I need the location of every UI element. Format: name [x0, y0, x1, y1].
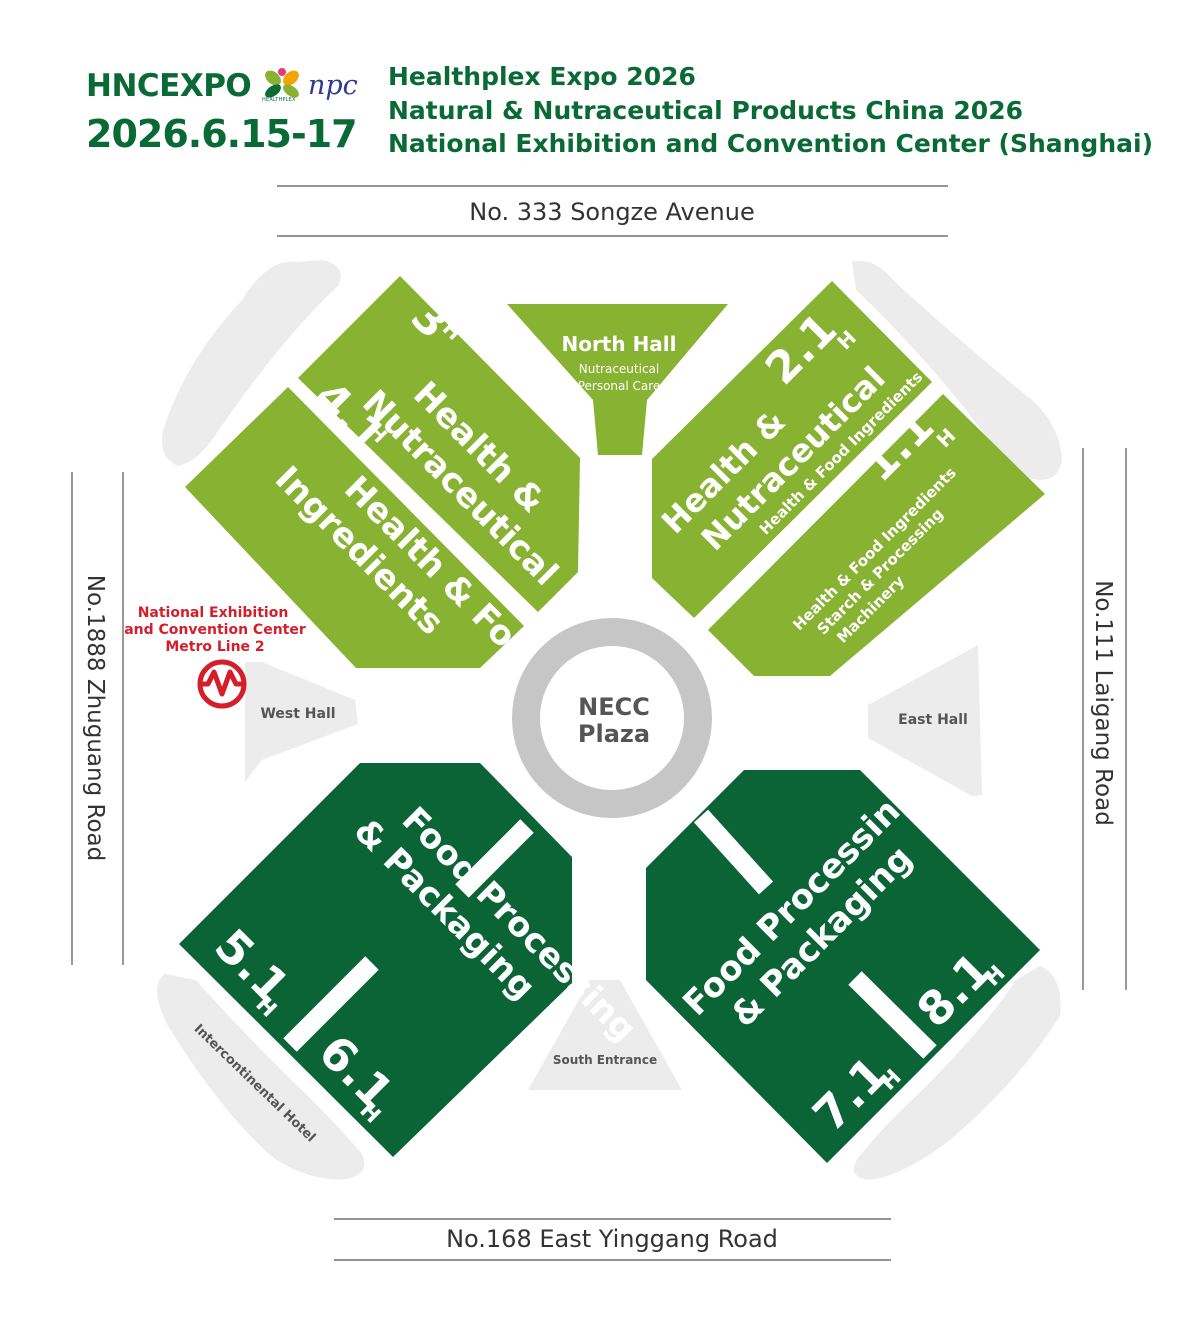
- road-west: No.1888 Zhuguang Road: [82, 575, 108, 861]
- plaza-line-2: Plaza: [578, 720, 650, 748]
- east-hall-label: East Hall: [898, 712, 968, 728]
- title-line-2: Natural & Nutraceutical Products China 2…: [388, 96, 1023, 125]
- metro-line-1: National Exhibition: [138, 605, 289, 621]
- event-dates: 2026.6.15-17: [86, 112, 358, 156]
- south-entrance-label: South Entrance: [553, 1053, 657, 1067]
- north-hall-line-1: Nutraceutical: [579, 362, 659, 376]
- healthplex-logo-icon: [265, 68, 299, 98]
- brand-title: HNCEXPO: [86, 68, 252, 104]
- title-line-3: National Exhibition and Convention Cente…: [388, 129, 1153, 158]
- title-line-1: Healthplex Expo 2026: [388, 62, 696, 91]
- south-entrance[interactable]: [528, 980, 682, 1090]
- metro-line-2: and Convention Center: [124, 622, 306, 638]
- metro-icon[interactable]: [197, 659, 247, 709]
- east-block-gaps: [693, 809, 937, 1059]
- north-hall-line-2: Personal Care: [578, 379, 661, 393]
- hall-4-1h[interactable]: [185, 387, 524, 668]
- hall-1-1h[interactable]: [708, 394, 1045, 676]
- hall-west-food-block[interactable]: [179, 763, 572, 1157]
- npc-logo: npc: [308, 70, 358, 101]
- west-hall-label: West Hall: [260, 706, 335, 722]
- healthplex-logo-text: HEALTHPLEX: [262, 97, 296, 103]
- hall-2-1h[interactable]: [652, 281, 932, 618]
- plaza-line-1: NECC: [578, 693, 650, 721]
- east-hall[interactable]: [868, 645, 982, 796]
- west-block-gaps: [283, 819, 534, 1052]
- road-south: No.168 East Yinggang Road: [446, 1225, 778, 1253]
- corner-arcs: [157, 260, 1062, 1180]
- road-east: No.111 Laigang Road: [1090, 580, 1116, 826]
- necc-plaza[interactable]: [512, 618, 712, 818]
- hall-3h[interactable]: [298, 276, 580, 612]
- west-hall[interactable]: [245, 662, 358, 782]
- road-lines: [71, 185, 1127, 1261]
- north-hall-name: North Hall: [561, 332, 676, 356]
- road-north: No. 333 Songze Avenue: [469, 198, 754, 226]
- north-hall[interactable]: [507, 304, 728, 455]
- metro-line-3: Metro Line 2: [165, 639, 264, 655]
